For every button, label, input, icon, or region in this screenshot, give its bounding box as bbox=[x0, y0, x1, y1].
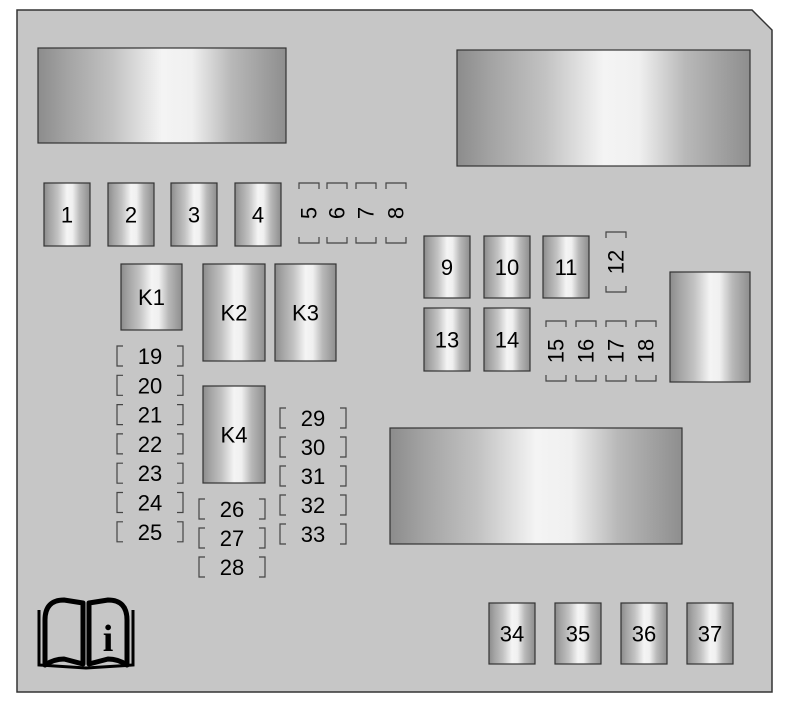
fuse-slot-7: 7 bbox=[354, 182, 379, 244]
relay-K4-label: K4 bbox=[221, 422, 248, 447]
fuse-13: 13 bbox=[423, 307, 471, 372]
fuse-slot-30-label: 30 bbox=[301, 435, 325, 460]
fuse-slot-33: 33 bbox=[279, 522, 347, 547]
fuse-slot-31-label: 31 bbox=[301, 464, 325, 489]
fuse-10-label: 10 bbox=[495, 255, 519, 280]
fuse-slot-24-label: 24 bbox=[138, 491, 162, 516]
fuse-slot-31: 31 bbox=[279, 464, 347, 489]
fuse-slot-32-label: 32 bbox=[301, 493, 325, 518]
fuse-slot-28-label: 28 bbox=[220, 555, 244, 580]
fuse-slot-7-label: 7 bbox=[354, 207, 379, 219]
fuse-1: 1 bbox=[43, 182, 91, 247]
fuse-slot-23: 23 bbox=[116, 461, 184, 486]
fuse-slot-18: 18 bbox=[634, 320, 659, 382]
fuse-slot-16: 16 bbox=[574, 320, 599, 382]
fuse-34-label: 34 bbox=[500, 621, 524, 646]
fuse-slot-20-label: 20 bbox=[138, 373, 162, 398]
fuse-slot-22-label: 22 bbox=[138, 432, 162, 457]
fuse-slot-21-label: 21 bbox=[138, 403, 162, 428]
fuse-slot-15: 15 bbox=[544, 320, 569, 382]
fuse-slot-6: 6 bbox=[325, 182, 350, 244]
relay-K1: K1 bbox=[120, 263, 183, 331]
fuse-9-label: 9 bbox=[441, 255, 453, 280]
fuse-slot-26-label: 26 bbox=[220, 497, 244, 522]
relay-K3-label: K3 bbox=[292, 300, 319, 325]
relay-K2-label: K2 bbox=[221, 300, 248, 325]
fuse-13-label: 13 bbox=[435, 327, 459, 352]
fuse-slot-21: 21 bbox=[116, 403, 184, 428]
fuse-14: 14 bbox=[483, 307, 531, 372]
fuse-slot-26: 26 bbox=[198, 497, 266, 522]
module-block-top-right bbox=[456, 49, 751, 167]
fuse-slot-16-label: 16 bbox=[574, 339, 599, 363]
fuse-9: 9 bbox=[423, 235, 471, 299]
fuse-slot-17: 17 bbox=[604, 320, 629, 382]
fuse-36: 36 bbox=[620, 602, 668, 665]
fuse-slot-5-label: 5 bbox=[297, 207, 322, 219]
fuse-3: 3 bbox=[170, 182, 218, 247]
fuse-4-label: 4 bbox=[252, 202, 264, 227]
fuse-slot-15-label: 15 bbox=[544, 339, 569, 363]
fuse-slot-33-label: 33 bbox=[301, 522, 325, 547]
fuse-slot-29-label: 29 bbox=[301, 406, 325, 431]
fuse-slot-8: 8 bbox=[384, 182, 409, 244]
fuse-3-label: 3 bbox=[188, 202, 200, 227]
fuse-slot-12-label: 12 bbox=[604, 250, 629, 274]
fuse-34: 34 bbox=[488, 602, 536, 665]
fuse-14-label: 14 bbox=[495, 327, 519, 352]
fuse-slot-6-label: 6 bbox=[325, 207, 350, 219]
relay-K3: K3 bbox=[274, 263, 337, 362]
fuse-slot-18-label: 18 bbox=[634, 339, 659, 363]
manual-info-glyph: i bbox=[103, 618, 114, 660]
fuse-slot-29: 29 bbox=[279, 406, 347, 431]
fuse-slot-32: 32 bbox=[279, 493, 347, 518]
fuse-11: 11 bbox=[542, 235, 590, 299]
fuse-slot-25-label: 25 bbox=[138, 520, 162, 545]
fuse-slot-19: 19 bbox=[116, 344, 184, 369]
fuse-2: 2 bbox=[107, 182, 155, 247]
fuse-35: 35 bbox=[554, 602, 602, 665]
module-block-top-left bbox=[37, 47, 287, 144]
fuse-slot-5: 5 bbox=[297, 182, 322, 244]
fuse-slot-25: 25 bbox=[116, 520, 184, 545]
fuse-37-label: 37 bbox=[698, 621, 722, 646]
fuse-slot-17-label: 17 bbox=[604, 339, 629, 363]
fuse-slot-20: 20 bbox=[116, 373, 184, 398]
fuse-slot-30: 30 bbox=[279, 435, 347, 460]
relay-K1-label: K1 bbox=[138, 285, 165, 310]
fuse-10: 10 bbox=[483, 235, 531, 299]
relay-K2: K2 bbox=[202, 263, 266, 362]
fuse-slot-22: 22 bbox=[116, 432, 184, 457]
fuse-37: 37 bbox=[686, 602, 734, 665]
relay-K4: K4 bbox=[202, 385, 266, 484]
fuse-11-label: 11 bbox=[555, 255, 578, 280]
fuse-slot-28: 28 bbox=[198, 555, 266, 580]
module-block-center bbox=[389, 427, 683, 545]
fuse-slot-23-label: 23 bbox=[138, 461, 162, 486]
fuse-36-label: 36 bbox=[632, 621, 656, 646]
module-block-right-small bbox=[669, 271, 751, 383]
fuse-slot-12: 12 bbox=[604, 231, 629, 293]
fuse-4: 4 bbox=[234, 182, 282, 247]
fuse-1-label: 1 bbox=[61, 202, 73, 227]
fuse-slot-27-label: 27 bbox=[220, 526, 244, 551]
fuse-slot-19-label: 19 bbox=[138, 344, 162, 369]
fuse-slot-24: 24 bbox=[116, 491, 184, 516]
fuse-35-label: 35 bbox=[566, 621, 590, 646]
owner-manual-info-icon: i bbox=[37, 597, 135, 670]
fuse-slot-27: 27 bbox=[198, 526, 266, 551]
fuse-slot-8-label: 8 bbox=[384, 207, 409, 219]
fuse-2-label: 2 bbox=[125, 202, 137, 227]
